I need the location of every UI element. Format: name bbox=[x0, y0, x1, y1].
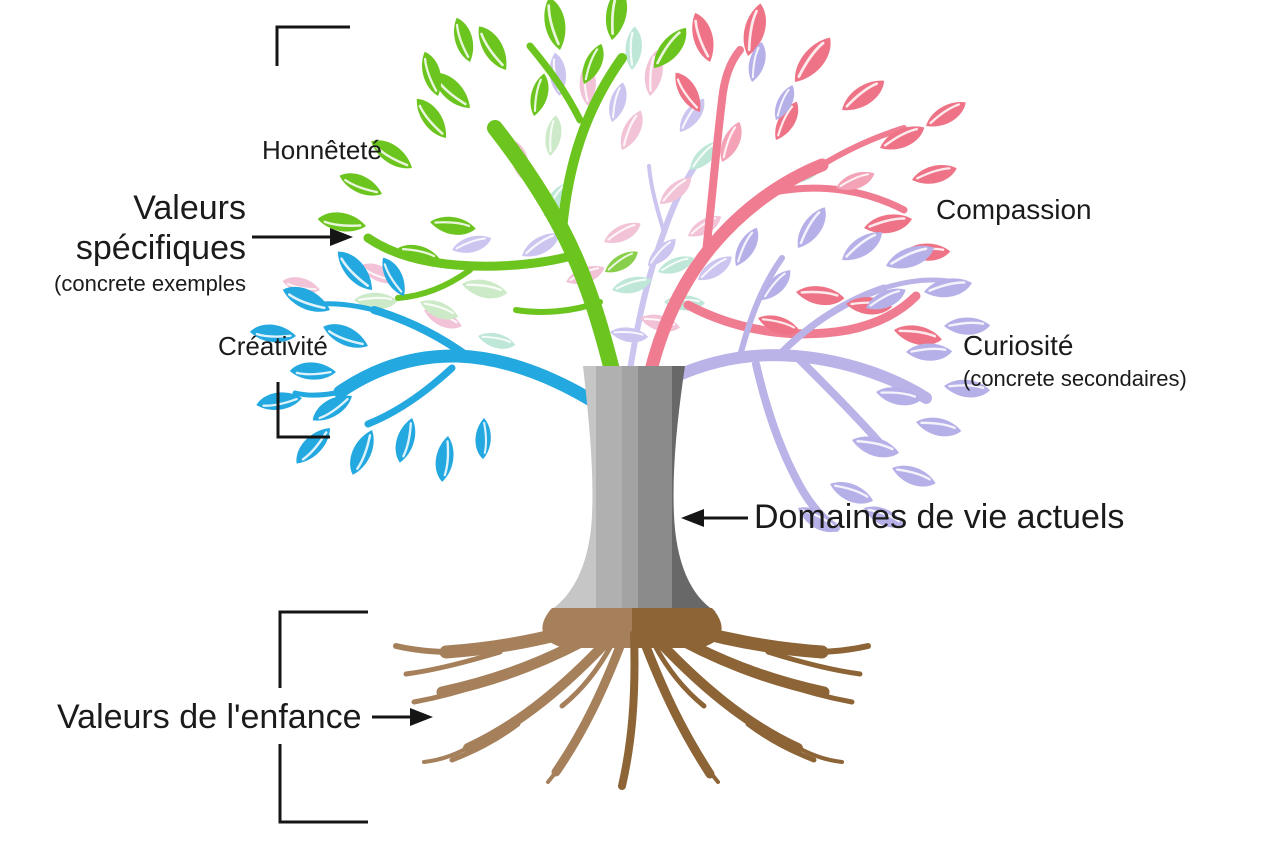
bracket-childhood-bottom bbox=[278, 744, 368, 824]
tree-roots bbox=[393, 611, 871, 790]
label-honnetete: Honnêteté bbox=[262, 135, 382, 165]
label-valeurs-specifiques-sub: (concrete exemples bbox=[54, 271, 246, 296]
bracket-childhood-top bbox=[278, 610, 368, 688]
label-compassion: Compassion bbox=[936, 194, 1092, 225]
bracket-specific-values-bottom bbox=[276, 382, 330, 439]
label-creativite: Créativité bbox=[218, 331, 328, 361]
label-enfance: Valeurs de l'enfance bbox=[57, 698, 362, 736]
tree-trunk bbox=[548, 366, 716, 612]
label-valeurs-specifiques-line2: spécifiques bbox=[75, 229, 246, 267]
branch-pink bbox=[643, 46, 921, 381]
bracket-specific-values-top bbox=[275, 25, 350, 66]
label-curiosite-sub: (concrete secondaires) bbox=[963, 366, 1187, 391]
branch-green bbox=[363, 42, 627, 386]
label-valeurs-specifiques-line1: Valeurs bbox=[133, 189, 246, 227]
branch-blue bbox=[292, 301, 611, 428]
label-valeurs-specifiques: Valeurs spécifiques (concrete exemples bbox=[40, 188, 246, 298]
label-domaines: Domaines de vie actuels bbox=[754, 498, 1125, 536]
label-curiosite: Curiosité (concrete secondaires) bbox=[963, 330, 1187, 392]
label-curiosite-main: Curiosité bbox=[963, 330, 1074, 361]
